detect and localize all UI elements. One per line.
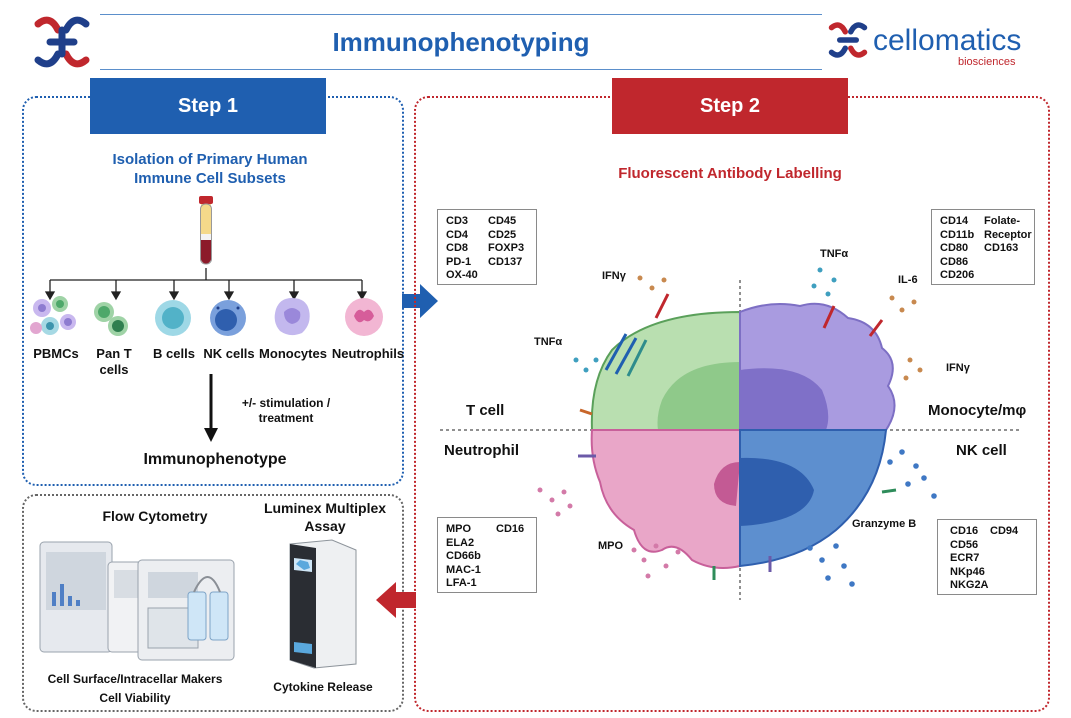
marker-list-nk-cell-1: CD16 CD56 ECR7 NKp46 NKG2A: [950, 525, 989, 591]
marker-box-neutrophil: MPO ELA2 CD66b MAC-1 LFA-1 CD16: [437, 517, 537, 593]
cytokine-ifng-m: IFNγ: [946, 362, 970, 374]
luminex-title-line1: Luminex Multiplex: [263, 500, 387, 516]
cellomatics-logo-right: [828, 22, 868, 58]
flow-cytometer-icon: [39, 541, 235, 661]
quadrant-label-neutrophil: Neutrophil: [444, 442, 519, 459]
cell-label-nk-cells: NK cells: [203, 346, 255, 361]
step1-tree-lines: [44, 268, 368, 301]
brand-subtitle: biosciences: [958, 56, 1016, 68]
arrow-to-readout-icon: [376, 582, 416, 618]
quadrant-label-t-cell: T cell: [466, 402, 505, 419]
step2-label: Step 2: [612, 78, 848, 134]
marker-list-nk-cell-2: CD94: [990, 525, 1019, 537]
marker-list-t-cell-1: CD3 CD4 CD8 PD-1 OX-40: [446, 215, 478, 281]
step2-subtitle: Fluorescent Antibody Labelling: [618, 165, 842, 182]
marker-box-t-cell: CD3 CD4 CD8 PD-1 OX-40 CD45 CD25 FOXP3 C…: [437, 209, 537, 285]
luminex-caption: Cytokine Release: [273, 680, 373, 694]
cytokine-granzyme-b: Granzyme B: [852, 518, 917, 530]
cellomatics-logo-left: [34, 16, 90, 68]
b-cells-icon: [155, 300, 191, 336]
pan-t-cells-icon: [94, 302, 128, 336]
cell-quadrant-diagram: [440, 267, 1020, 600]
quadrant-label-nk-cell: NK cell: [956, 442, 1007, 459]
marker-box-nk-cell: CD16 CD56 ECR7 NKp46 NKG2A CD94: [937, 519, 1037, 595]
marker-list-neutrophil-2: CD16: [496, 523, 525, 535]
immunophenotype-result: Immunophenotype: [143, 451, 287, 468]
stimulation-arrow-icon: [204, 374, 218, 442]
arrow-to-step2-icon: [402, 284, 438, 318]
marker-box-monocyte: CD14 CD11b CD80 CD86 CD206 Folate- Recep…: [931, 209, 1035, 285]
monocytes-icon: [274, 298, 310, 336]
luminex-analyzer-icon: [289, 539, 357, 669]
step1-subtitle-line1: Isolation of Primary Human: [112, 151, 308, 168]
blood-tube-icon: [199, 196, 213, 265]
cytokine-mpo: MPO: [598, 540, 624, 552]
marker-list-monocyte-1: CD14 CD11b CD80 CD86 CD206: [940, 215, 975, 281]
marker-list-t-cell-2: CD45 CD25 FOXP3 CD137: [488, 215, 525, 268]
cell-label-pbmcs: PBMCs: [33, 346, 79, 361]
cytokine-ifng-t: IFNγ: [602, 270, 626, 282]
cell-label-b-cells: B cells: [153, 346, 195, 361]
luminex-title-line2: Assay: [304, 518, 346, 534]
cytokine-tnfa-m: TNFα: [820, 248, 849, 260]
cell-label-monocytes: Monocytes: [259, 346, 327, 361]
flow-caption-line2: Cell Viability: [99, 691, 171, 705]
step1-subtitle-line2: Immune Cell Subsets: [134, 170, 286, 187]
marker-list-monocyte-2: Folate- Receptor CD163: [984, 215, 1032, 254]
cell-label-pan-t: Pan T cells: [96, 346, 132, 377]
nk-cells-icon: [210, 300, 246, 336]
stimulation-text-line2: treatment: [258, 411, 314, 425]
flow-caption-line1: Cell Surface/Intracellar Makers: [47, 672, 223, 686]
neutrophils-icon: [345, 298, 383, 336]
cytokine-tnfa-t: TNFα: [534, 336, 563, 348]
flow-cytometry-title: Flow Cytometry: [102, 508, 208, 524]
page-title: Immunophenotyping: [100, 14, 822, 70]
pbmc-cells-icon: [30, 296, 76, 335]
quadrant-label-monocyte: Monocyte/mφ: [928, 402, 1027, 419]
cytokine-il6: IL-6: [898, 274, 918, 286]
brand-name: cellomatics: [873, 24, 1022, 57]
step1-label: Step 1: [90, 78, 326, 134]
marker-list-neutrophil-1: MPO ELA2 CD66b MAC-1 LFA-1: [446, 523, 481, 589]
stimulation-text-line1: +/- stimulation /: [241, 396, 331, 410]
cell-label-neutrophils: Neutrophils: [331, 346, 405, 361]
